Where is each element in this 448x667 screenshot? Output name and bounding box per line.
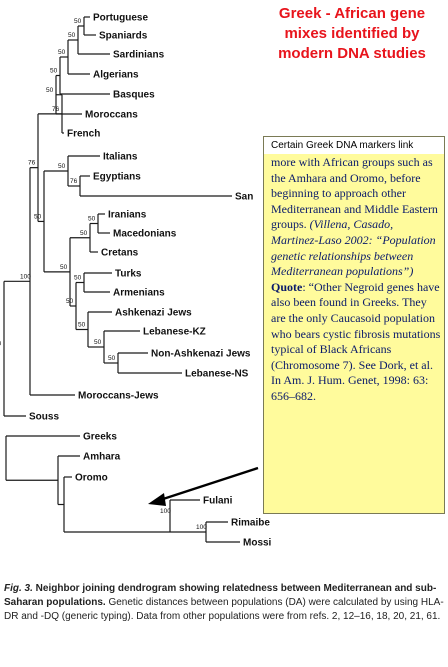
bootstrap-values: 5050505050767650505050505050505050761005… bbox=[0, 18, 207, 531]
leaf-label: Mossi bbox=[243, 538, 272, 549]
leaf-label: Ashkenazi Jews bbox=[115, 308, 192, 319]
leaf-label: Amhara bbox=[83, 452, 121, 463]
headline-line-3: modern DNA studies bbox=[278, 45, 426, 62]
bootstrap-value: 50 bbox=[58, 163, 66, 170]
leaf-label: Italians bbox=[103, 152, 138, 163]
headline-line-1: Greek - African gene bbox=[278, 5, 426, 22]
quote-text: : “Other Negroid genes have also been fo… bbox=[271, 279, 441, 403]
bootstrap-value: 50 bbox=[94, 339, 102, 346]
annotation-box: Certain Greek DNA markers link more with… bbox=[263, 136, 445, 514]
bootstrap-value: 50 bbox=[46, 87, 54, 94]
bootstrap-value: 100 bbox=[196, 524, 207, 531]
headline-line-2: mixes identified by bbox=[284, 25, 420, 42]
leaf-label: Rimaibe bbox=[231, 518, 270, 529]
annotation-header: Certain Greek DNA markers link bbox=[264, 137, 444, 154]
annotation-citation: (Villena, Casado, Martinez-Laso 2002: “P… bbox=[271, 217, 436, 279]
leaf-label: San bbox=[235, 192, 253, 203]
leaf-label: Moroccans-Jews bbox=[78, 391, 159, 402]
headline: Greek - African gene mixes identified by… bbox=[258, 4, 446, 64]
bootstrap-value: 50 bbox=[34, 213, 42, 220]
figure-number: Fig. 3. bbox=[4, 583, 33, 594]
bootstrap-value: 100 bbox=[160, 508, 171, 515]
leaf-label: Non-Ashkenazi Jews bbox=[151, 349, 251, 360]
figure-description: Genetic distances between populations (D… bbox=[4, 597, 444, 622]
leaf-label: Spaniards bbox=[99, 31, 148, 42]
leaf-label: Portuguese bbox=[93, 13, 148, 24]
pointer-arrow bbox=[148, 466, 259, 506]
bootstrap-value: 100 bbox=[20, 273, 31, 280]
dendrogram: PortugueseSpaniardsSardiniansAlgeriansBa… bbox=[0, 13, 272, 549]
leaf-label: Fulani bbox=[203, 496, 233, 507]
bootstrap-value: 76 bbox=[28, 160, 36, 167]
quote-label: Quote bbox=[271, 279, 303, 294]
figure-caption: Fig. 3. Neighbor joining dendrogram show… bbox=[4, 582, 444, 624]
leaf-label: Greeks bbox=[83, 432, 117, 443]
leaf-label: French bbox=[67, 129, 100, 140]
leaf-label: Sardinians bbox=[113, 50, 165, 61]
bootstrap-value: 50 bbox=[68, 32, 76, 39]
bootstrap-value: 50 bbox=[78, 322, 86, 329]
leaf-label: Lebanese-NS bbox=[185, 369, 249, 380]
tree-branches bbox=[3, 16, 240, 543]
bootstrap-value: 50 bbox=[108, 355, 116, 362]
leaf-label: Turks bbox=[115, 269, 142, 280]
bootstrap-value: 50 bbox=[74, 275, 82, 282]
leaf-label: Iranians bbox=[108, 210, 147, 221]
leaf-label: Algerians bbox=[93, 70, 139, 81]
bootstrap-value: 50 bbox=[0, 341, 2, 348]
annotation-text: more with African groups such as the Amh… bbox=[271, 155, 438, 232]
leaf-label: Oromo bbox=[75, 473, 108, 484]
leaf-label: Souss bbox=[29, 412, 59, 423]
leaf-label: Egyptians bbox=[93, 172, 141, 183]
bootstrap-value: 50 bbox=[58, 49, 66, 56]
bootstrap-value: 50 bbox=[88, 216, 96, 223]
leaf-label: Macedonians bbox=[113, 229, 177, 240]
bootstrap-value: 50 bbox=[66, 298, 74, 305]
leaf-label: Basques bbox=[113, 90, 155, 101]
figure-title: Neighbor joining dendrogram showing rela… bbox=[4, 583, 437, 608]
bootstrap-value: 50 bbox=[50, 68, 58, 75]
bootstrap-value: 76 bbox=[52, 106, 60, 113]
leaf-label: Armenians bbox=[113, 288, 165, 299]
bootstrap-value: 76 bbox=[70, 178, 78, 185]
leaf-label: Moroccans bbox=[85, 110, 138, 121]
leaf-label: Cretans bbox=[101, 248, 139, 259]
leaf-label: Lebanese-KZ bbox=[143, 327, 206, 338]
annotation-body: more with African groups such as the Amh… bbox=[271, 155, 441, 405]
leaf-labels: PortugueseSpaniardsSardiniansAlgeriansBa… bbox=[29, 13, 272, 549]
bootstrap-value: 50 bbox=[74, 18, 82, 25]
bootstrap-value: 50 bbox=[60, 264, 68, 271]
bootstrap-value: 50 bbox=[80, 230, 88, 237]
